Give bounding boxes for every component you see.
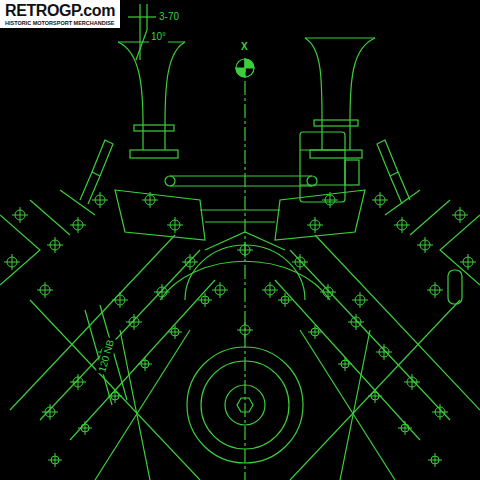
bolt-head xyxy=(404,374,420,390)
bolt-head xyxy=(47,237,63,253)
bolt-pattern xyxy=(4,192,476,467)
angle-text: 10° xyxy=(149,31,168,43)
bolt-head xyxy=(338,357,352,371)
bolt-head xyxy=(417,237,433,253)
bolt-head xyxy=(4,254,20,270)
bolt-head xyxy=(452,207,468,223)
bolt-head xyxy=(307,217,323,233)
bolt-head xyxy=(322,192,338,208)
bolt-head xyxy=(108,389,122,403)
bolt-head xyxy=(37,282,53,298)
bolt-head xyxy=(394,217,410,233)
bolt-head xyxy=(48,453,62,467)
bolt-head xyxy=(372,192,388,208)
bolt-head xyxy=(398,421,412,435)
bolt-head xyxy=(428,453,442,467)
bolt-head xyxy=(348,314,364,330)
logo-tagline: HISTORIC MOTORSPORT MERCHANDISE xyxy=(5,20,116,27)
bolt-head xyxy=(460,254,476,270)
bolt-head xyxy=(182,254,198,270)
bolt-head xyxy=(320,284,336,300)
logo-box: RETROGP.comHISTORIC MOTORSPORT MERCHANDI… xyxy=(0,0,120,28)
bolt-head xyxy=(278,293,292,307)
bolt-head xyxy=(237,322,253,338)
bolt-head xyxy=(70,374,86,390)
bolt-head xyxy=(70,217,86,233)
bolt-head xyxy=(126,314,142,330)
bolt-head xyxy=(112,292,128,308)
bolt-head xyxy=(262,282,278,298)
bolt-head xyxy=(308,325,322,339)
datum-letter: X xyxy=(239,41,250,53)
engine-lines xyxy=(0,4,480,480)
bolt-head xyxy=(292,254,308,270)
bolt-head xyxy=(138,357,152,371)
bolt-head xyxy=(427,282,443,298)
bolt-head xyxy=(78,421,92,435)
bolt-head xyxy=(198,293,212,307)
bolt-head xyxy=(212,282,228,298)
bolt-head xyxy=(12,207,28,223)
bolt-head xyxy=(168,325,182,339)
bolt-head xyxy=(237,242,253,258)
bolt-head xyxy=(376,344,392,360)
bolt-head xyxy=(142,192,158,208)
dimension-text: 3-70 xyxy=(157,11,181,23)
bolt-head xyxy=(92,192,108,208)
logo-text: RETROGP.com xyxy=(5,2,116,20)
bolt-head xyxy=(167,217,183,233)
bolt-head xyxy=(352,292,368,308)
bolt-head xyxy=(154,284,170,300)
bolt-head xyxy=(368,389,382,403)
bolt-head xyxy=(42,404,58,420)
bolt-head xyxy=(432,404,448,420)
